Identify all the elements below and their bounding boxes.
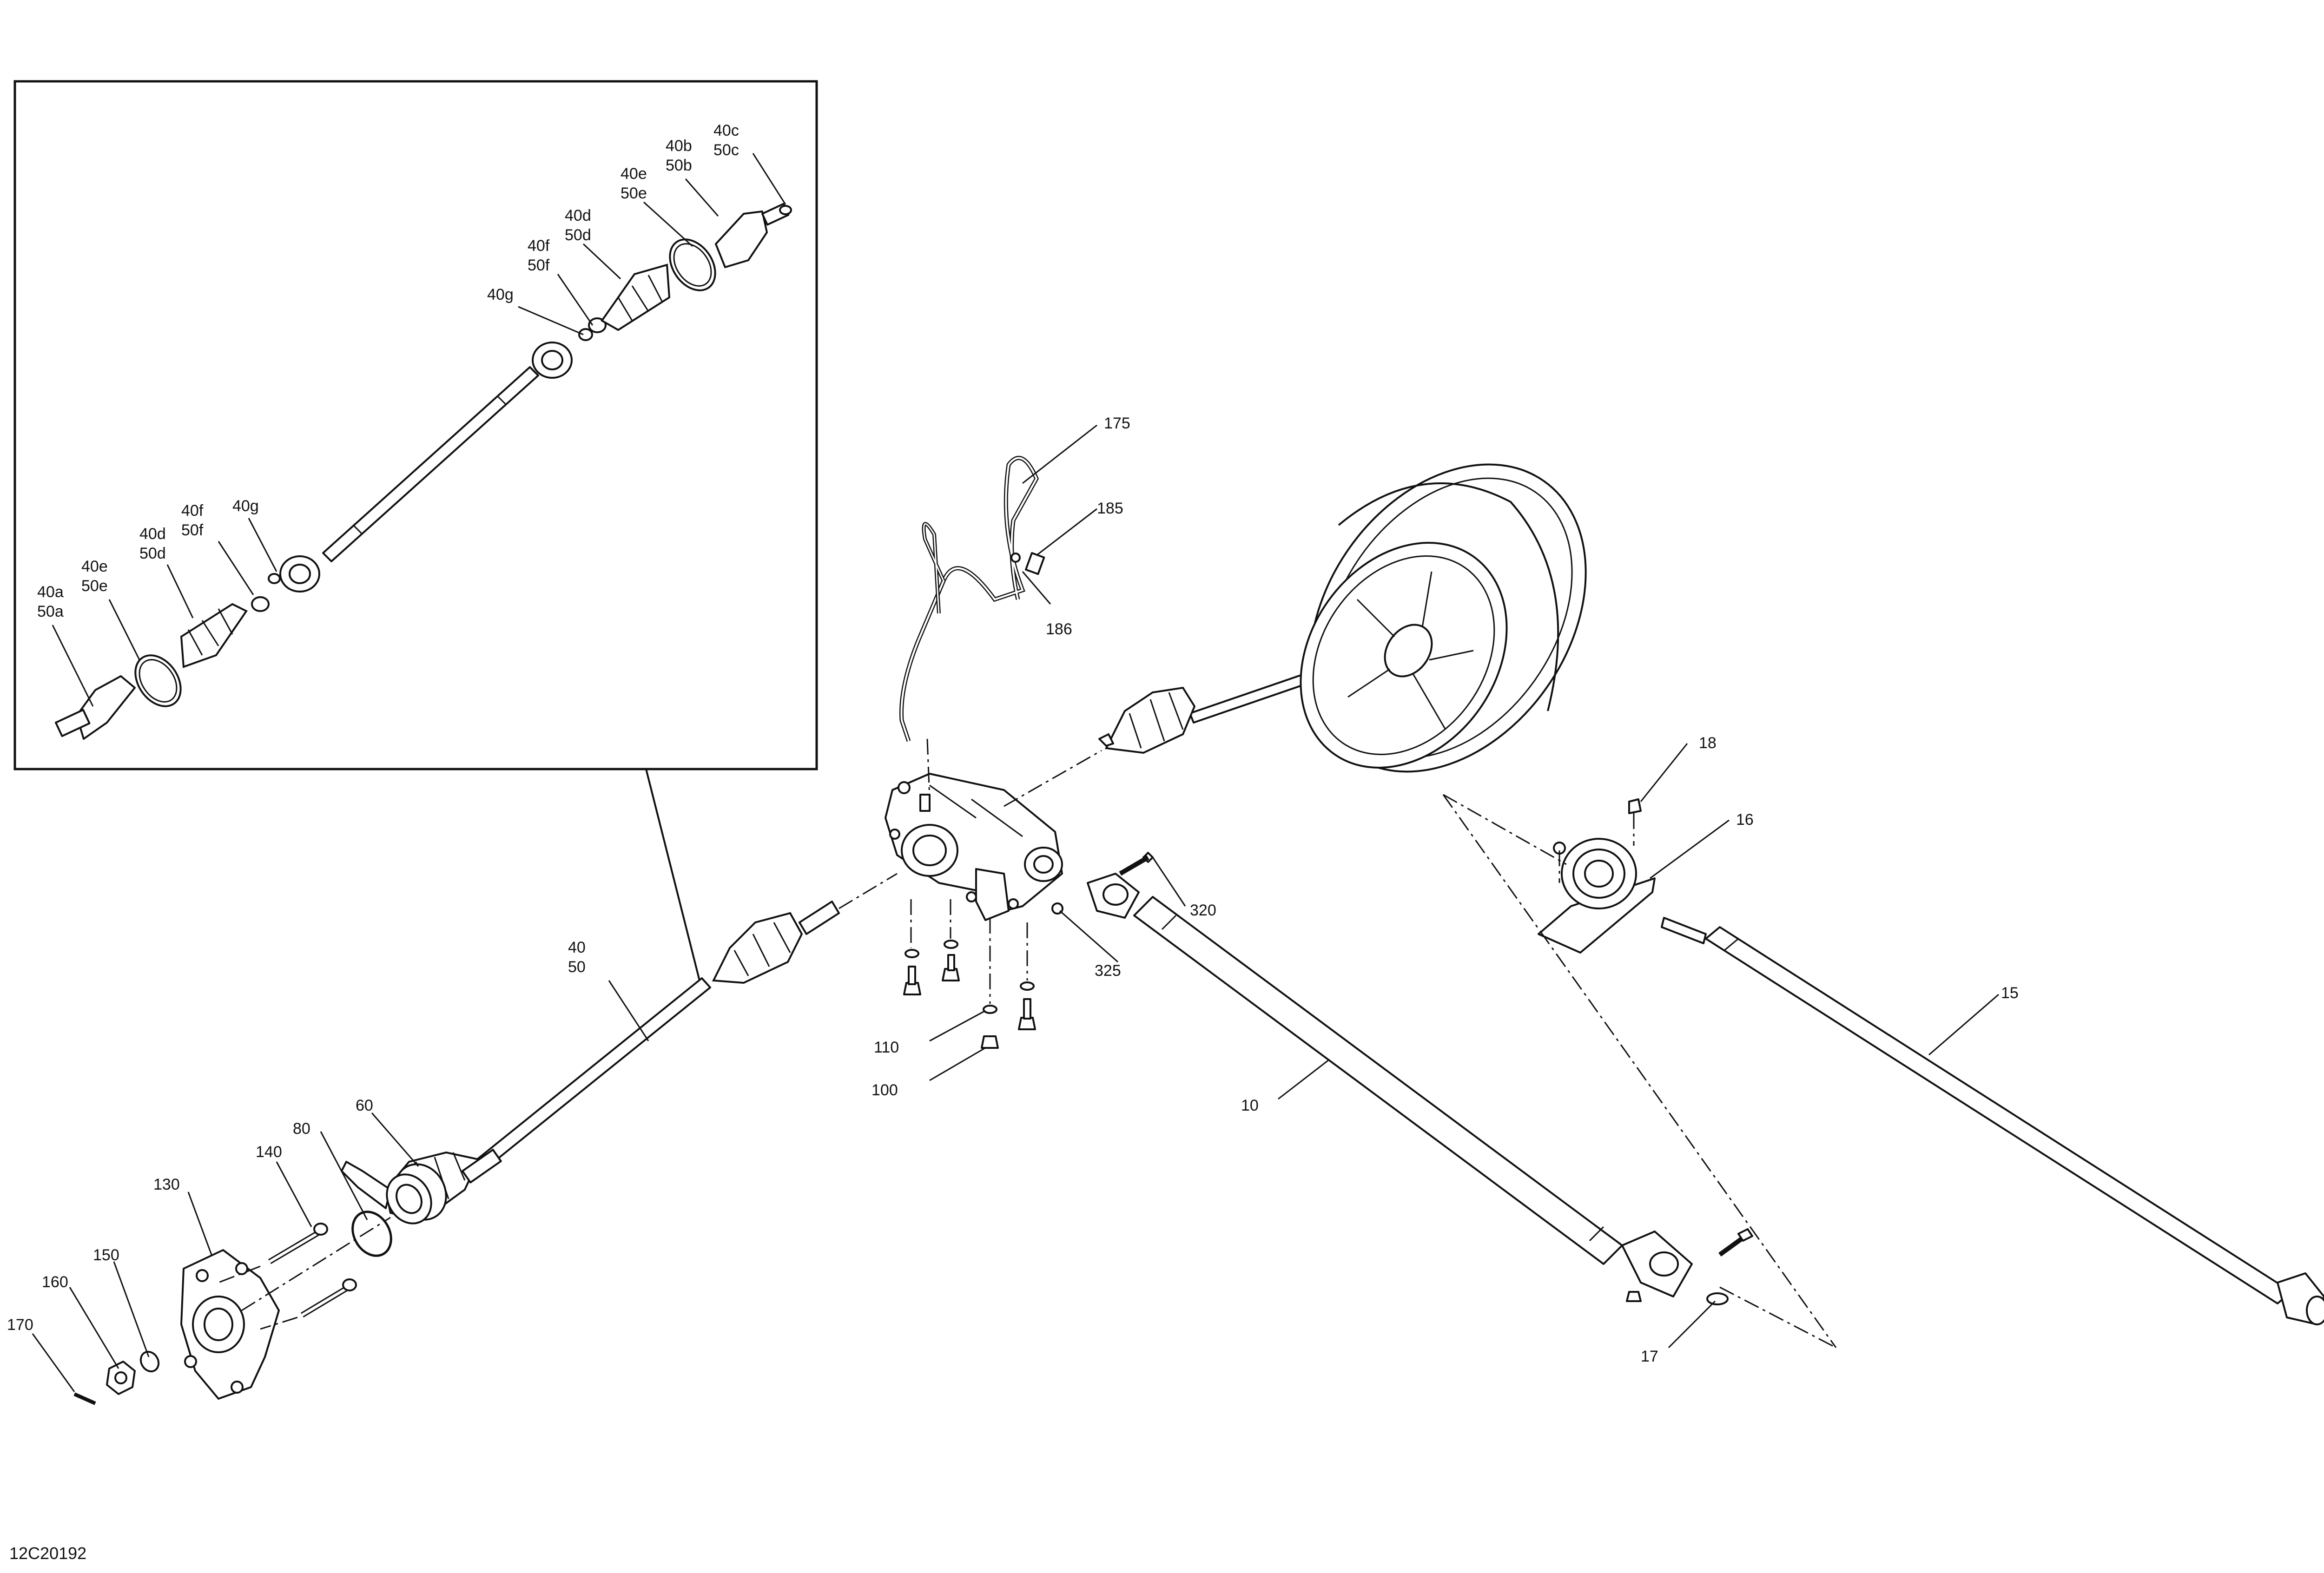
callout-80: 80	[293, 1120, 310, 1138]
callout-17: 17	[1641, 1348, 1658, 1365]
hub-bolts-140	[218, 1223, 357, 1330]
callout-40f-50f-upper-line1: 40f	[528, 237, 550, 255]
callout-40-50-line1: 40	[568, 939, 586, 956]
callout-175: 175	[1104, 415, 1130, 432]
callout-185: 185	[1097, 500, 1123, 517]
callout-40c-50c-line2: 50c	[713, 141, 739, 159]
callout-18: 18	[1699, 734, 1717, 752]
figure-id: 12C20192	[9, 1544, 86, 1563]
inset-lower-clamp	[134, 654, 182, 707]
washer-150	[139, 1350, 160, 1373]
prop-shaft-10	[1087, 873, 1693, 1297]
callout-40g-lower: 40g	[232, 497, 259, 515]
callout-40g-upper: 40g	[487, 286, 514, 303]
callout-170: 170	[7, 1316, 33, 1334]
callout-40f-50f-lower-line1: 40f	[181, 502, 204, 520]
callout-140: 140	[256, 1143, 282, 1161]
retaining-ring-80	[351, 1211, 392, 1257]
inset-upper-boot	[601, 263, 671, 331]
callout-40e-50e-upper-line1: 40e	[621, 165, 647, 183]
callout-320: 320	[1190, 902, 1216, 919]
inset-upper-small-parts	[578, 317, 607, 341]
nut-160	[106, 1361, 136, 1395]
callout-16: 16	[1736, 811, 1754, 829]
callout-40d-50d-lower-line2: 50d	[139, 545, 166, 562]
callout-15: 15	[2001, 984, 2019, 1002]
callout-40d-50d-lower-line1: 40d	[139, 525, 166, 543]
differential-fasteners	[903, 899, 1036, 1049]
callout-60: 60	[356, 1097, 373, 1114]
callout-40e-50e-upper-line2: 50e	[621, 184, 647, 202]
callout-160: 160	[42, 1273, 68, 1291]
rear-differential	[885, 773, 1063, 921]
callout-110: 110	[874, 1039, 899, 1056]
inset-tripod-upper	[532, 342, 573, 379]
callout-130: 130	[153, 1176, 180, 1193]
detail-inset	[13, 80, 818, 981]
wheel-rim	[1300, 463, 1587, 773]
callout-40b-50b-line2: 50b	[666, 157, 692, 174]
inset-lower-small-parts	[251, 573, 281, 612]
reference-line-lower	[1442, 794, 1837, 1348]
prop-shaft-15	[1661, 917, 2324, 1325]
center-bearing	[1538, 798, 1656, 954]
callout-40d-50d-upper-line1: 40d	[565, 207, 591, 224]
callout-40-50-line2: 50	[568, 958, 586, 976]
callout-10: 10	[1241, 1097, 1259, 1114]
callout-40e-50e-lower-line1: 40e	[81, 558, 108, 575]
inner-boot	[712, 901, 840, 984]
callout-325: 325	[1095, 962, 1121, 980]
callout-40a-50a-line2: 50a	[37, 603, 64, 620]
callout-40f-50f-lower-line2: 50f	[181, 521, 204, 539]
u-joint-fasteners	[1051, 852, 1753, 1305]
callout-40e-50e-lower-line2: 50e	[81, 577, 108, 595]
vent-hose	[899, 456, 1039, 800]
hub-knuckle-130	[180, 1249, 280, 1400]
inset-upper-clamp	[669, 238, 716, 291]
reference-line-bottom	[1719, 1286, 1836, 1349]
callout-186: 186	[1046, 620, 1072, 638]
inset-tripod-lower	[279, 555, 320, 592]
inset-drive-shaft	[322, 366, 539, 562]
callout-40c-50c-line1: 40c	[713, 122, 739, 139]
inset-lower-cv-housing	[55, 675, 136, 740]
hub-centerline	[241, 1217, 391, 1311]
inset-upper-cv-housing	[715, 203, 792, 268]
callout-40d-50d-upper-line2: 50d	[565, 226, 591, 244]
cotter-pin-170	[73, 1392, 96, 1405]
callout-40f-50f-upper-line2: 50f	[528, 257, 550, 274]
callout-labels: 40 50 40a 50a 40e 50e 40d 50d 40f 50f 40…	[7, 122, 2019, 1365]
callout-40b-50b-line1: 40b	[666, 137, 692, 155]
callout-150: 150	[93, 1246, 119, 1264]
callout-40a-50a-line1: 40a	[37, 583, 64, 601]
callout-100: 100	[872, 1081, 898, 1099]
inset-lower-boot	[180, 603, 248, 668]
reference-line-upper	[1443, 794, 1567, 865]
hose-clip	[1010, 552, 1045, 575]
bearing-60	[386, 1163, 447, 1224]
leader-lines	[32, 153, 1999, 1392]
